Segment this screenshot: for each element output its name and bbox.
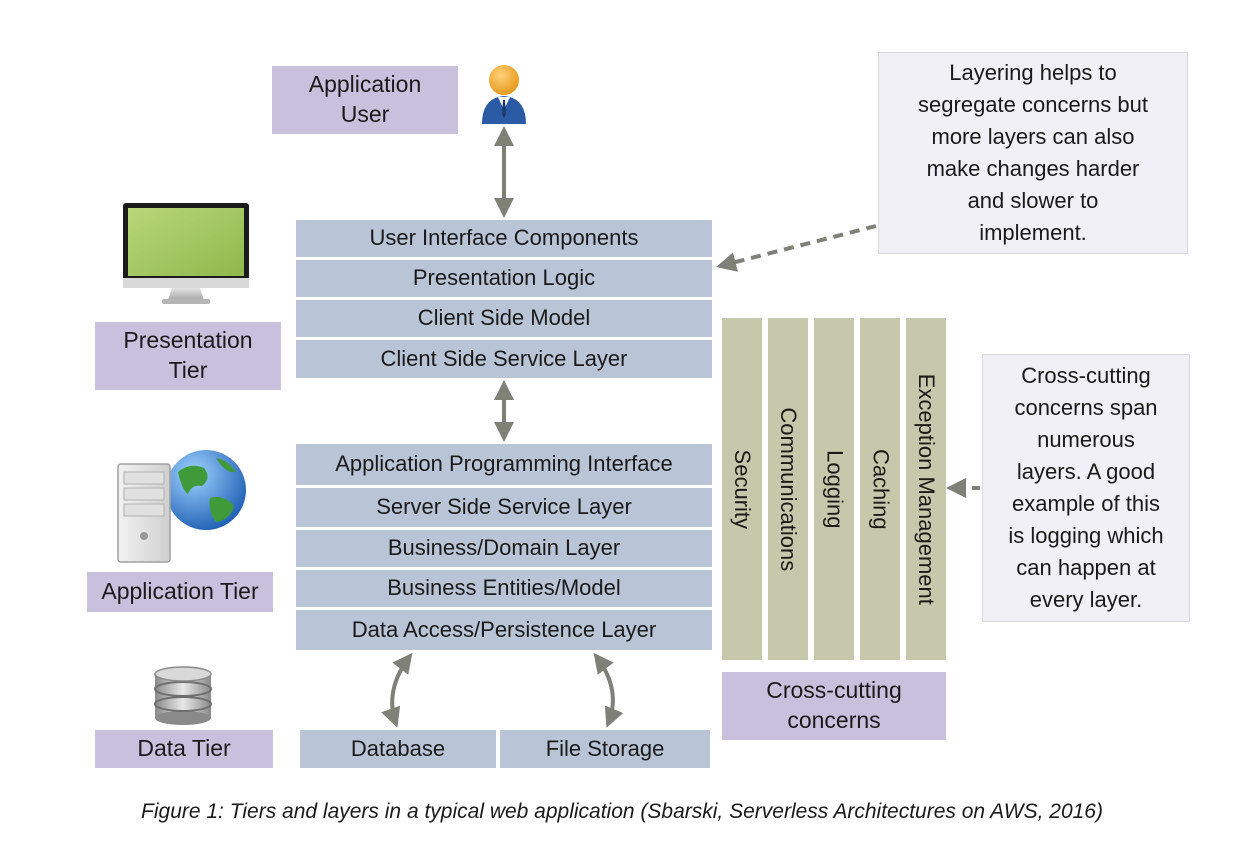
cc-exception-management: Exception Management	[906, 318, 946, 660]
layer-client-side-model: Client Side Model	[296, 300, 712, 340]
cc-logging: Logging	[814, 318, 854, 660]
data-tier-label: Data Tier	[95, 730, 273, 768]
figure-caption: Figure 1: Tiers and layers in a typical …	[141, 800, 1103, 823]
layer-ui-components: User Interface Components	[296, 220, 712, 260]
layer-data-access: Data Access/Persistence Layer	[296, 610, 712, 650]
note-layering: Layering helps to segregate concerns but…	[878, 52, 1188, 254]
cc-security: Security	[722, 318, 762, 660]
cross-cutting-label: Cross-cutting concerns	[722, 672, 946, 740]
presentation-tier-label: Presentation Tier	[95, 322, 281, 390]
arrow-note-layering	[716, 224, 877, 272]
file-storage-box: File Storage	[500, 730, 710, 768]
application-tier-label: Application Tier	[87, 572, 273, 612]
application-user-label: Application User	[272, 66, 458, 134]
user-icon	[482, 65, 526, 124]
server-globe-icon	[117, 450, 246, 563]
layer-business-entities: Business Entities/Model	[296, 570, 712, 610]
layer-api: Application Programming Interface	[296, 444, 712, 488]
layer-presentation-logic: Presentation Logic	[296, 260, 712, 300]
database-box: Database	[300, 730, 496, 768]
cc-communications: Communications	[768, 318, 808, 660]
layer-client-side-service: Client Side Service Layer	[296, 340, 712, 378]
layer-server-side-service: Server Side Service Layer	[296, 488, 712, 530]
note-cross-cutting: Cross-cutting concerns span numerous lay…	[982, 354, 1190, 622]
database-icon	[154, 666, 212, 725]
arrow-data-filestorage	[593, 652, 624, 728]
layer-business-domain: Business/Domain Layer	[296, 530, 712, 570]
arrow-data-database	[381, 652, 413, 728]
cc-caching: Caching	[860, 318, 900, 660]
monitor-icon	[123, 203, 249, 304]
